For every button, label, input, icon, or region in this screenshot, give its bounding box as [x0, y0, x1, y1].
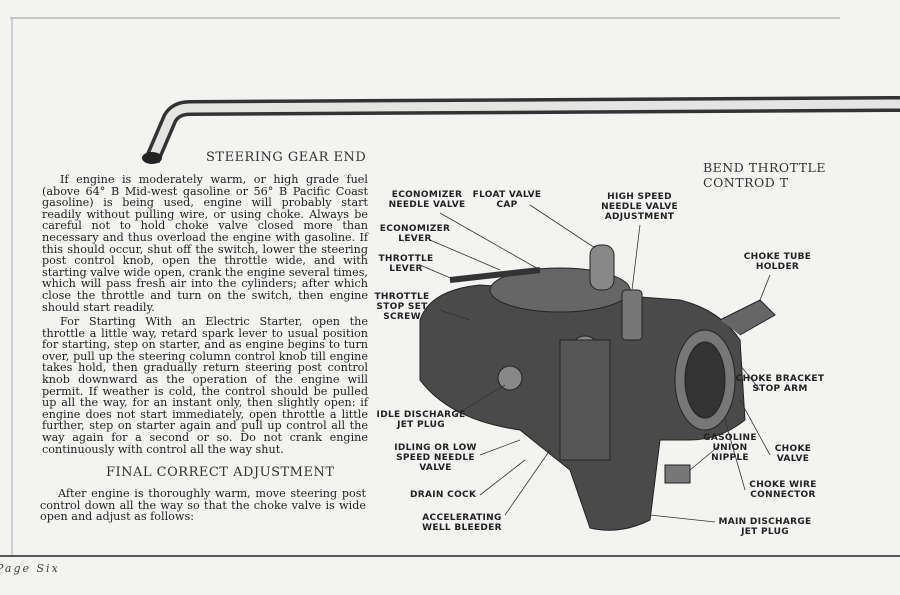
paragraph-electric-starter-text: For Starting With an Electric Starter, o… — [42, 315, 368, 456]
label-float-valve-cap: FLOAT VALVE CAP — [472, 190, 542, 210]
steering-rod-icon — [142, 96, 900, 164]
label-idle-discharge-jet-plug: IDLE DISCHARGE JET PLUG — [376, 410, 466, 430]
bend-throttle-caption: BEND THROTTLE CONTROD T — [703, 160, 826, 190]
label-high-speed-needle-valve: HIGH SPEED NEEDLE VALVE ADJUSTMENT — [601, 192, 678, 222]
label-idling-needle-valve: IDLING OR LOW SPEED NEEDLE VALVE — [394, 443, 477, 473]
paragraph-final-adjustment: After engine is thoroughly warm, move st… — [40, 487, 366, 524]
section-heading-steering-gear-end: STEERING GEAR END — [206, 150, 367, 165]
label-gasoline-union-nipple: GASOLINE UNION NIPPLE — [703, 433, 757, 463]
label-choke-valve: CHOKE VALVE — [774, 444, 812, 464]
section-heading-final-adjustment: FINAL CORRECT ADJUSTMENT — [106, 465, 335, 480]
label-choke-tube-holder: CHOKE TUBE HOLDER — [743, 252, 812, 272]
label-choke-bracket-stop-arm: CHOKE BRACKET STOP ARM — [735, 374, 825, 394]
label-throttle-lever: THROTTLE LEVER — [378, 254, 434, 274]
label-drain-cock: DRAIN COCK — [410, 490, 477, 500]
label-accelerating-well-bleeder: ACCELERATING WELL BLEEDER — [422, 513, 502, 533]
page-number: Page Six — [0, 562, 60, 575]
label-main-discharge-jet-plug: MAIN DISCHARGE JET PLUG — [718, 517, 812, 537]
label-economizer-lever: ECONOMIZER LEVER — [379, 224, 451, 244]
leader-lines — [419, 204, 771, 523]
carburetor-icon — [419, 244, 776, 531]
label-throttle-stop-set-screw: THROTTLE STOP SET SCREW — [374, 292, 430, 322]
paragraph-warm-engine: If engine is moderately warm, or high gr… — [42, 173, 368, 314]
label-choke-wire-connector: CHOKE WIRE CONNECTOR — [749, 480, 817, 500]
label-economizer-needle-valve: ECONOMIZER NEEDLE VALVE — [388, 190, 466, 210]
